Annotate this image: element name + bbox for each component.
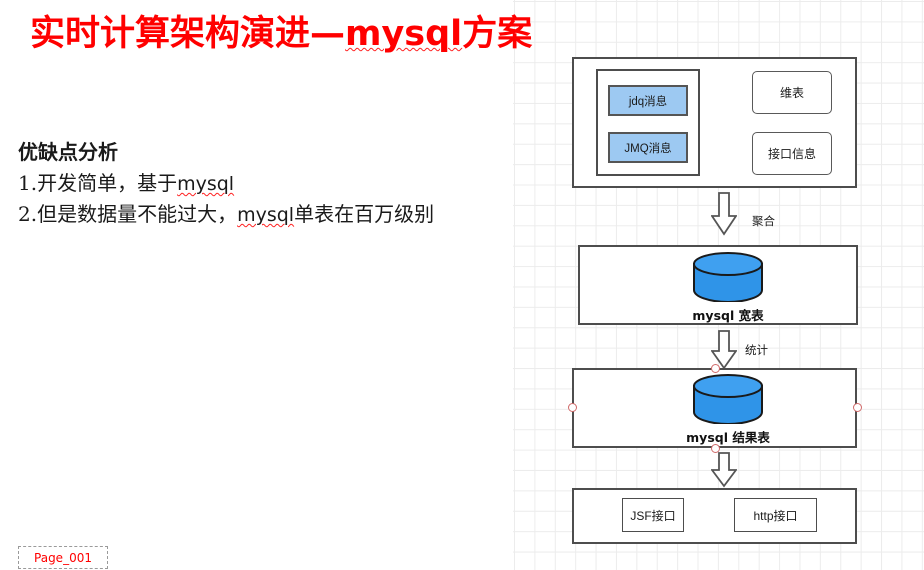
analysis-point-1-text: 1.开发简单，基于 bbox=[18, 171, 178, 195]
slide-title-misspelled-word: mysql bbox=[345, 14, 463, 54]
analysis-point-2-text-pre: 2.但是数据量不能过大， bbox=[18, 202, 238, 226]
interface-box-http-label: http接口 bbox=[753, 508, 798, 523]
flow-arrow-serve-icon[interactable] bbox=[710, 452, 738, 493]
slide-title-prefix: 实时计算架构演进— bbox=[30, 14, 346, 54]
flow-arrow-statistics-label: 统计 bbox=[745, 343, 768, 357]
interface-box-jsf[interactable]: JSF接口 bbox=[622, 498, 684, 532]
analysis-point-1: 1.开发简单，基于mysql bbox=[18, 168, 518, 199]
slide-title-suffix: 方案 bbox=[462, 14, 533, 54]
store-label-mysql-result-table: mysql 结果表 bbox=[686, 430, 770, 445]
flow-arrow-aggregate-icon[interactable] bbox=[710, 192, 738, 241]
reference-box-dimension-table[interactable]: 维表 bbox=[752, 71, 832, 114]
selection-handle-left[interactable] bbox=[568, 403, 577, 412]
reference-box-interface-info[interactable]: 接口信息 bbox=[752, 132, 832, 175]
flow-arrow-statistics-icon[interactable] bbox=[710, 330, 738, 375]
selection-handle-right[interactable] bbox=[853, 403, 862, 412]
analysis-point-2-text-post: 单表在百万级别 bbox=[294, 202, 435, 226]
interface-box-http[interactable]: http接口 bbox=[734, 498, 817, 532]
selection-handle-bottom[interactable] bbox=[711, 444, 720, 453]
reference-box-dimension-table-label: 维表 bbox=[779, 86, 804, 100]
analysis-heading: 优缺点分析 bbox=[18, 140, 118, 164]
database-cylinder-result-table[interactable]: mysql 结果表 bbox=[686, 374, 770, 446]
interface-box-jsf-label: JSF接口 bbox=[630, 508, 676, 523]
analysis-point-1-code: mysql bbox=[177, 173, 235, 195]
flow-arrow-aggregate-label: 聚合 bbox=[752, 214, 775, 228]
reference-box-interface-info-label: 接口信息 bbox=[767, 147, 816, 161]
source-box-jdq[interactable]: jdq消息 bbox=[608, 85, 688, 116]
page-tab[interactable]: Page_001 bbox=[18, 546, 108, 569]
source-box-jdq-label: jdq消息 bbox=[628, 95, 668, 108]
source-box-jmq[interactable]: JMQ消息 bbox=[608, 132, 688, 163]
page-tab-label: Page_001 bbox=[34, 550, 92, 565]
slide-title: 实时计算架构演进—mysql方案 bbox=[30, 5, 532, 56]
analysis-text-block: 优缺点分析 1.开发简单，基于mysql 2.但是数据量不能过大，mysql单表… bbox=[18, 138, 518, 230]
analysis-point-2: 2.但是数据量不能过大，mysql单表在百万级别 bbox=[18, 199, 518, 230]
database-cylinder-wide-table[interactable]: mysql 宽表 bbox=[690, 252, 766, 324]
database-cylinder-icon bbox=[693, 252, 763, 302]
store-label-mysql-wide-table: mysql 宽表 bbox=[692, 308, 764, 323]
selection-handle-top[interactable] bbox=[711, 364, 720, 373]
analysis-point-2-code: mysql bbox=[237, 204, 295, 226]
database-cylinder-icon bbox=[693, 374, 763, 424]
source-box-jmq-label: JMQ消息 bbox=[624, 142, 672, 155]
